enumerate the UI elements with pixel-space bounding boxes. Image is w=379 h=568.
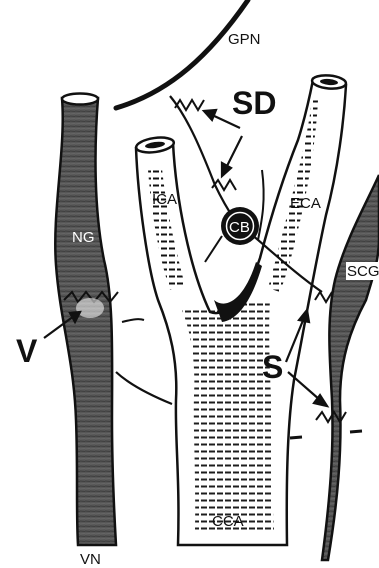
label-gpn: GPN xyxy=(228,31,261,48)
vagus-tick xyxy=(122,319,144,322)
vagus-lesion-glow xyxy=(76,298,104,318)
label-eca: ECA xyxy=(290,195,321,212)
label-v: V xyxy=(16,333,38,369)
label-scg: SCG xyxy=(347,263,379,280)
eca-side-nerve xyxy=(258,170,264,240)
cb-stalk xyxy=(205,236,222,262)
label-cb: CB xyxy=(229,219,250,236)
trunk-dash-2 xyxy=(350,431,362,432)
label-sd: SD xyxy=(232,85,276,121)
trunk-dash xyxy=(290,437,302,438)
sympathetic-trunk xyxy=(322,175,379,560)
glossopharyngeal-nerve xyxy=(116,0,248,108)
label-s: S xyxy=(262,349,283,385)
label-ng: NG xyxy=(72,229,95,246)
label-ica: ICA xyxy=(152,191,177,208)
carotid-arteries xyxy=(135,74,346,545)
vagus-branch xyxy=(116,372,172,404)
label-cca: CCA xyxy=(212,513,244,530)
vagus-nerve xyxy=(55,98,116,545)
label-vn: VN xyxy=(80,551,101,568)
scg-lesion xyxy=(315,292,332,302)
vagus-opening xyxy=(62,94,98,105)
cca-hatching xyxy=(182,300,274,530)
